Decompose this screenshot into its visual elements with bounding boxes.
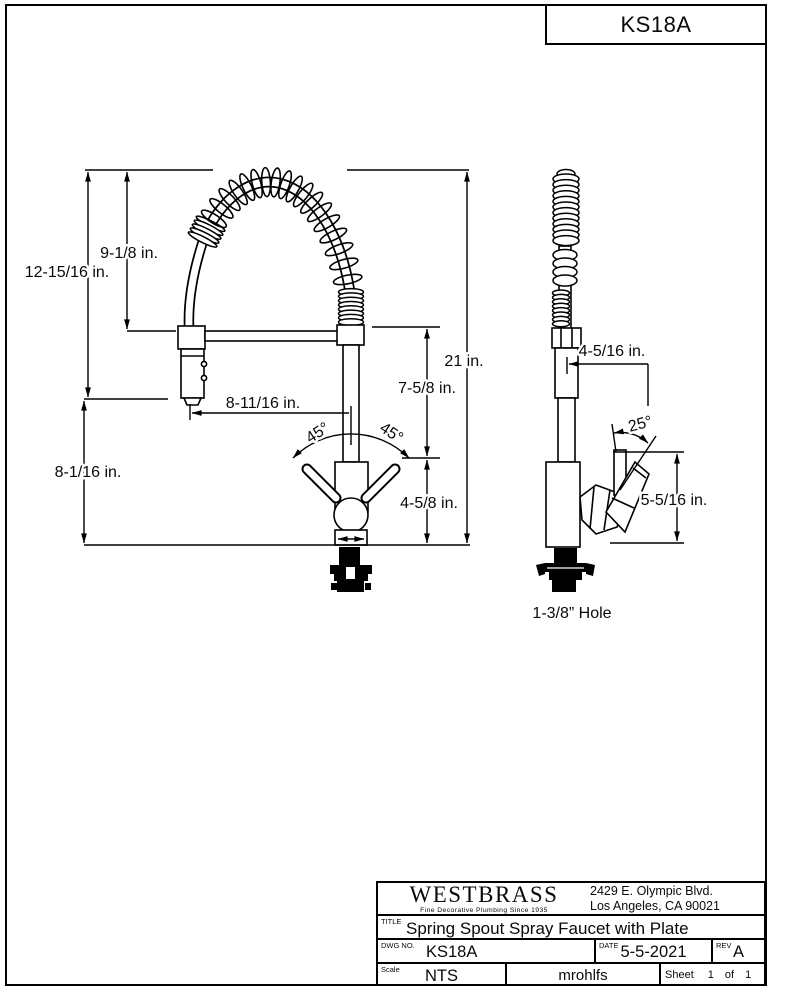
side-view-dimensions	[566, 357, 684, 544]
side-mount-nut	[552, 580, 576, 592]
rev-value: A	[732, 943, 744, 961]
dim-height-to-outlet: 12-15/16 in.	[25, 264, 110, 281]
side-hex-connector	[551, 327, 582, 349]
dim-bar-to-handle: 7-5/8 in.	[398, 380, 456, 397]
swing-arc	[292, 433, 410, 459]
drawing-number-box: KS18A	[545, 4, 767, 45]
side-lower-tube	[557, 397, 576, 463]
mount-shank	[339, 547, 360, 565]
drawing-title: Spring Spout Spray Faucet with Plate	[406, 918, 689, 938]
front-view-dimensions	[81, 169, 470, 546]
author-cell: mrohlfs	[505, 964, 659, 986]
company-logo: WESTBRASS Fine Decorative Plumbing Since…	[378, 883, 590, 914]
dwg-no-value: KS18A	[426, 943, 478, 961]
spring-coil-stack	[337, 287, 365, 327]
spray-button	[200, 360, 208, 368]
author-value: mrohlfs	[558, 966, 608, 984]
scale-cell: Scale NTS	[378, 964, 505, 986]
spray-nozzle	[182, 397, 203, 406]
dim-handle-angle: 25°	[626, 413, 654, 436]
date-cell: DATE 5-5-2021	[594, 940, 711, 962]
front-view-faucet	[177, 166, 401, 592]
support-bar	[204, 330, 340, 342]
company-address: 2429 E. Olympic Blvd. Los Angeles, CA 90…	[590, 883, 764, 914]
sheet-label: Sheet	[665, 969, 694, 981]
ball-joint	[333, 497, 369, 533]
dim-total-height: 21 in.	[444, 353, 483, 370]
side-handle	[605, 460, 650, 534]
spray-button	[200, 374, 208, 382]
rev-label: REV	[716, 941, 732, 950]
dim-handle-height: 5-5/16 in.	[641, 492, 708, 509]
dim-swing-right: 45°	[376, 420, 406, 447]
date-value: 5-5-2021	[620, 943, 687, 961]
title-label: TITLE	[381, 917, 402, 926]
address-line2: Los Angeles, CA 90021	[590, 898, 720, 913]
title-block: WESTBRASS Fine Decorative Plumbing Since…	[376, 881, 766, 986]
address-line1: 2429 E. Olympic Blvd.	[590, 883, 713, 898]
date-label: DATE	[599, 941, 619, 950]
rev-cell: REV A	[711, 940, 764, 962]
spring-coil-arch	[200, 166, 363, 286]
dim-spring-section: 9-1/8 in.	[100, 245, 158, 262]
spray-holder	[177, 325, 206, 350]
sheet-value: 1 of 1	[707, 969, 752, 981]
company-tagline: Fine Decorative Plumbing Since 1935	[420, 907, 548, 914]
dwg-no-cell: DWG NO. KS18A	[378, 940, 594, 962]
company-name: WESTBRASS	[409, 882, 559, 907]
side-mount-shank	[554, 548, 577, 563]
handle-angle-arc	[613, 428, 649, 444]
scale-label: Scale	[381, 965, 400, 974]
hose-connector-rings	[187, 215, 226, 248]
sheet-cell: Sheet 1 of 1	[659, 964, 764, 986]
title-cell: TITLE Spring Spout Spray Faucet with Pla…	[378, 916, 764, 938]
dim-outlet-to-deck: 8-1/16 in.	[55, 464, 122, 481]
hole-size-note: 1-3/8” Hole	[532, 605, 611, 622]
dim-swing-left: 45°	[303, 420, 333, 447]
side-view-faucet	[536, 168, 650, 592]
spout-mount	[336, 324, 365, 346]
dim-side-reach: 4-5/16 in.	[579, 343, 646, 360]
dim-spout-reach: 8-11/16 in.	[226, 395, 300, 412]
scale-value: NTS	[425, 967, 458, 985]
drawing-number: KS18A	[620, 11, 692, 37]
mount-nut	[337, 581, 364, 592]
base-collar	[334, 529, 368, 546]
dwg-no-label: DWG NO.	[381, 941, 415, 950]
side-valve-body	[545, 461, 581, 548]
dim-handle-to-deck: 4-5/8 in.	[400, 495, 458, 512]
spring-coil-side	[551, 168, 580, 328]
